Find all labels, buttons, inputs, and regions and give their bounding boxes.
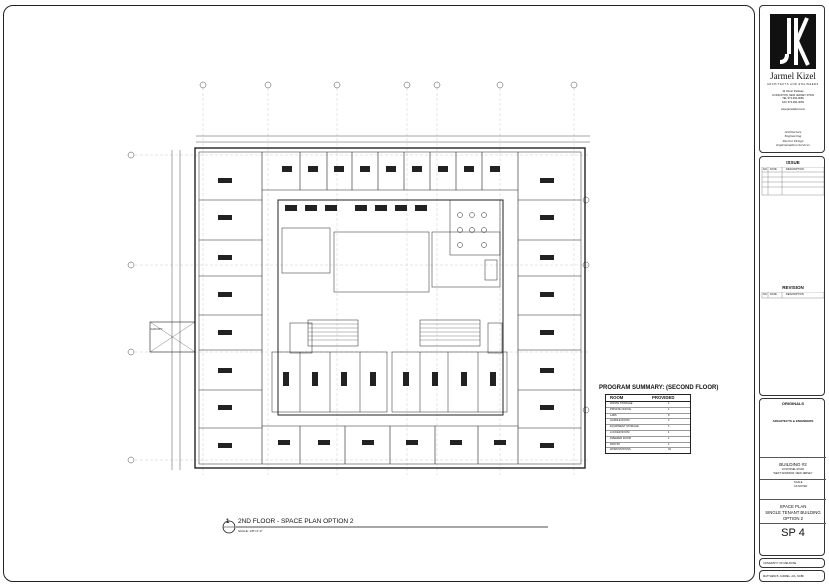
project-info-panel: ORIGINALS ARCHITECTS & ENGINEERS BUILDIN… — [759, 398, 826, 556]
issue-col-date: DATE — [770, 168, 777, 171]
client-panel: UNIVERSITY OF MELROSE — [759, 558, 825, 568]
issue-label: ISSUE — [786, 160, 800, 165]
firm-block-label: ARCHITECTS & ENGINEERS — [772, 419, 814, 423]
table-row: PRIVATE OFFICE 1 — [606, 408, 690, 414]
service-item: Engineering — [784, 134, 802, 139]
firm-subtitle: ARCHITECTS AND ENGINEERS — [767, 83, 819, 86]
revision-col-no: NO. — [763, 293, 768, 296]
provided-cell: 32 — [668, 448, 671, 452]
sheet-number: SP 4 — [781, 527, 805, 539]
room-cell: PANTRY — [610, 442, 621, 446]
sheet-title-line: OPTION 2 — [782, 516, 804, 521]
drawing-scale: SCALE: 1/8"=1'-0" — [238, 529, 263, 533]
header-room: ROOM — [610, 395, 624, 400]
sheet-title-line: SINGLE TENANT BUILDING — [765, 510, 821, 515]
service-item: Interior Design — [782, 138, 804, 143]
originals-label: ORIGINALS — [781, 401, 805, 406]
project-address-line: WEST WINDSOR, NEW JERSEY — [773, 472, 813, 475]
program-summary-title: PROGRAM SUMMARY: (SECOND FLOOR) — [599, 385, 719, 391]
project-address-line: 10 ROSSEL ROAD — [781, 468, 805, 471]
room-cell: FREEZER ROOM — [610, 436, 631, 440]
provided-cell: 1 — [668, 436, 670, 440]
room-cell: LOCKER ROOM — [610, 430, 630, 434]
project-name: BUILDING #2 — [779, 462, 807, 467]
provided-cell: 1 — [668, 425, 670, 429]
table-header-row: ROOM PROVIDED — [606, 395, 690, 402]
service-item: Architecture — [784, 130, 802, 134]
scale-label: SCALE — [794, 481, 803, 484]
room-cell: LABS — [610, 413, 617, 417]
drawing-title: 2ND FLOOR - SPACE PLAN OPTION 2 — [238, 518, 354, 525]
address-line: TEL 973-994-9669 — [782, 97, 804, 100]
client-name: UNIVERSITY OF MELROSE — [763, 562, 797, 565]
issue-revision-panel: ISSUE NO. DATE DESCRIPTION REVISION NO. … — [759, 156, 825, 396]
table-row: PANTRY 1 — [606, 443, 690, 449]
address-line: 42 Okner Parkway — [782, 90, 804, 93]
room-cell: WASTE STORAGE — [610, 402, 633, 405]
drawing-sheet-border — [3, 5, 755, 582]
table-row: FREEZER ROOM 1 — [606, 437, 690, 443]
room-cell: HUDDLE ROOM — [610, 419, 630, 423]
address-line: LIVINGSTON, NEW JERSEY 07039 — [772, 93, 814, 97]
header-provided: PROVIDED — [652, 395, 675, 400]
issue-col-description: DESCRIPTION — [786, 168, 804, 171]
table-row: LOCKER ROOM 1 — [606, 431, 690, 437]
signature-panel: MATTHEW B. JARMEL, AIA, NCBF — [759, 570, 825, 582]
revision-col-description: DESCRIPTION — [786, 293, 804, 296]
provided-cell: 2 — [668, 419, 670, 423]
provided-cell: 1 — [668, 402, 670, 405]
canopy-label: CANOPY — [150, 327, 163, 331]
table-row: WASTE STORAGE 1 — [606, 402, 690, 408]
scale-value: AS NOTED — [794, 485, 808, 488]
table-row: LABS 8 — [606, 414, 690, 420]
service-item: Implementation Services — [776, 142, 810, 147]
provided-cell: 1 — [668, 430, 670, 434]
table-row: WORKSTATIONS 32 — [606, 448, 690, 453]
table-row: HUDDLE ROOM 2 — [606, 419, 690, 426]
room-cell: PRIVATE OFFICE — [610, 407, 631, 411]
architect-signature: MATTHEW B. JARMEL, AIA, NCBF — [763, 575, 805, 578]
address-line: FAX 973-994-4069 — [782, 100, 804, 104]
provided-cell: 8 — [668, 413, 670, 417]
revision-col-date: DATE — [770, 293, 777, 296]
provided-cell: 1 — [668, 407, 670, 411]
program-summary-table: ROOM PROVIDED WASTE STORAGE 1 PRIVATE OFF… — [605, 394, 691, 455]
room-cell: WORKSTATIONS — [610, 448, 631, 452]
issue-col-no: NO. — [763, 168, 768, 171]
firm-address: 42 Okner Parkway LIVINGSTON, NEW JERSEY … — [763, 90, 823, 112]
provided-cell: 1 — [668, 442, 670, 446]
firm-name: Jarmel Kizel — [770, 71, 816, 81]
drawing-number: 1 — [226, 519, 230, 525]
sheet-title-line: SPACE PLAN — [779, 504, 807, 509]
title-block: Jarmel Kizel ARCHITECTS AND ENGINEERS 42… — [759, 5, 826, 582]
revision-label: REVISION — [782, 285, 804, 290]
table-row: EQUIPMENT STORAGE 1 — [606, 425, 690, 431]
room-cell: EQUIPMENT STORAGE — [610, 425, 639, 429]
firm-services: Architecture Engineering Interior Design… — [763, 130, 823, 147]
firm-logo-icon — [770, 14, 816, 69]
firm-website: www.jarmelkizel.com — [780, 108, 806, 111]
firm-logo-panel: Jarmel Kizel ARCHITECTS AND ENGINEERS 42… — [759, 5, 825, 153]
